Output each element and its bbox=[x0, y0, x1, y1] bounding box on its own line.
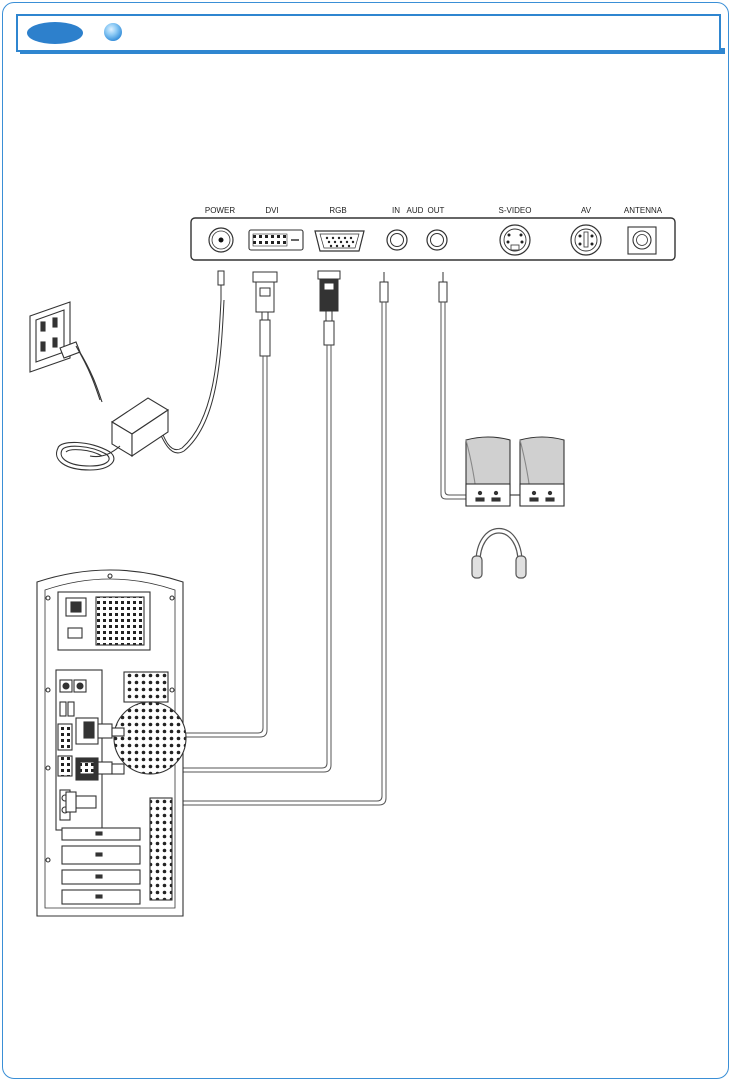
rgb-port bbox=[315, 231, 364, 251]
headphones-icon bbox=[472, 529, 526, 579]
audio-out-plug bbox=[439, 272, 447, 302]
audio-out-port bbox=[427, 230, 447, 250]
port-label-audio: AUD bbox=[407, 206, 424, 215]
port-label-dvi: DVI bbox=[265, 206, 278, 215]
port-label-audio-out: OUT bbox=[428, 206, 445, 215]
svideo-port bbox=[500, 225, 530, 255]
port-label-antenna: ANTENNA bbox=[624, 206, 663, 215]
av-port bbox=[571, 225, 601, 255]
antenna-port bbox=[628, 227, 656, 254]
power-plug bbox=[218, 271, 224, 300]
speaker-icon-right bbox=[510, 437, 564, 506]
power-port bbox=[209, 228, 233, 252]
dvi-port bbox=[249, 230, 303, 250]
port-labels: POWER DVI RGB IN AUD OUT S-VIDEO AV ANTE… bbox=[205, 206, 663, 215]
speaker-icon bbox=[466, 437, 510, 506]
port-label-audio-in: IN bbox=[392, 206, 400, 215]
audio-in-plug bbox=[380, 272, 388, 302]
port-label-power: POWER bbox=[205, 206, 235, 215]
port-label-rgb: RGB bbox=[329, 206, 346, 215]
dvi-plug-icon bbox=[253, 272, 277, 356]
power-adapter-icon bbox=[57, 398, 168, 470]
port-label-svideo: S-VIDEO bbox=[499, 206, 532, 215]
audio-in-port bbox=[387, 230, 407, 250]
pc-tower-icon bbox=[37, 570, 186, 916]
port-label-av: AV bbox=[581, 206, 592, 215]
rgb-plug-icon bbox=[318, 271, 340, 345]
wall-outlet-icon bbox=[30, 302, 102, 402]
